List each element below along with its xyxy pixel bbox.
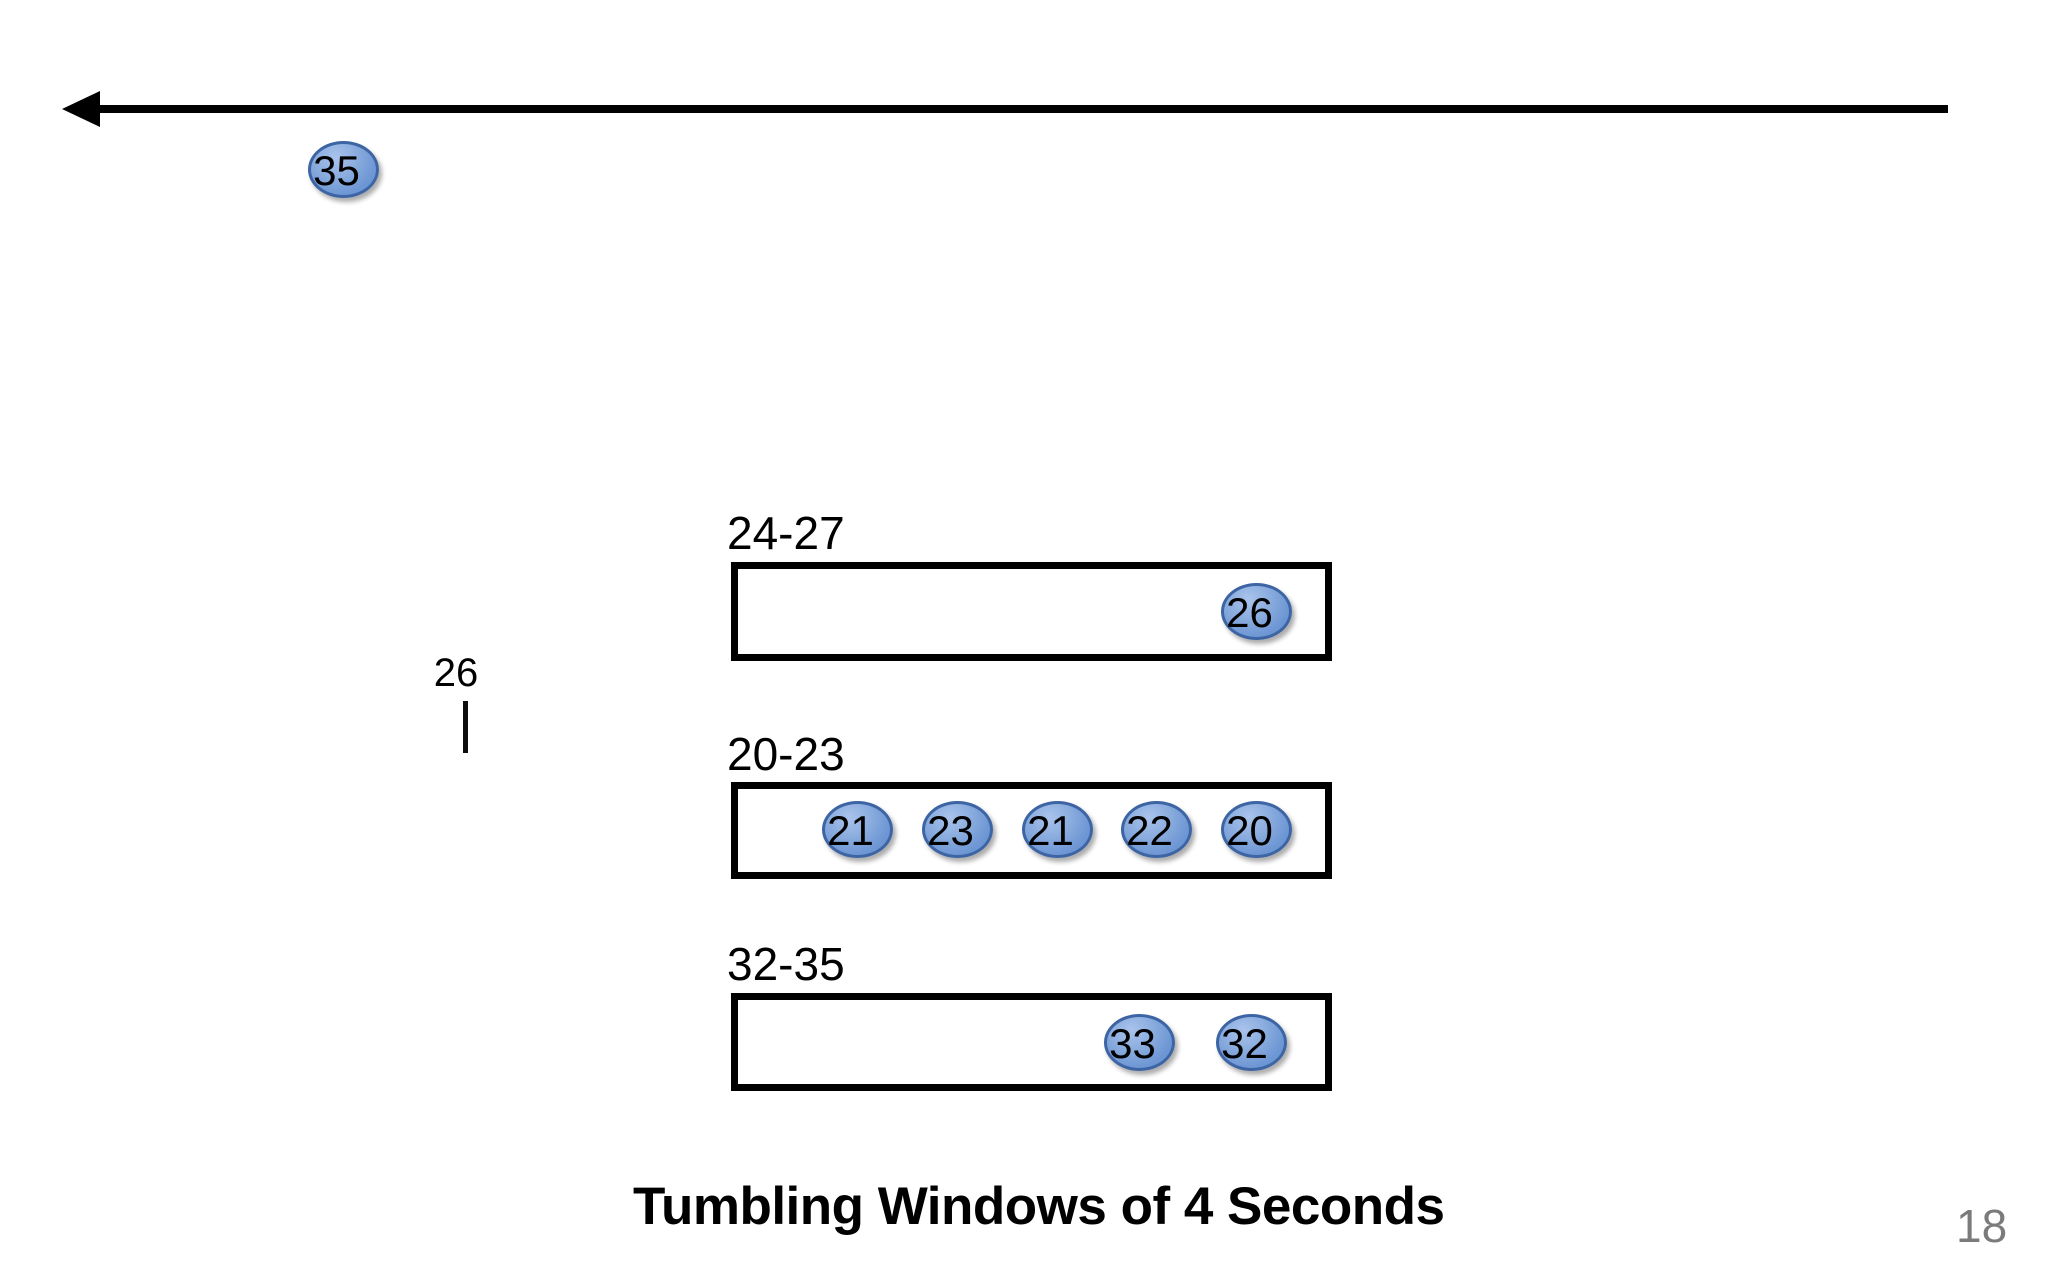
time-marker-tick: [463, 701, 468, 753]
event-bubble: 21: [822, 801, 893, 858]
event-value: 21: [1027, 806, 1074, 854]
event-value: 22: [1126, 806, 1173, 854]
event-value: 32: [1221, 1019, 1268, 1067]
event-value: 26: [1226, 588, 1273, 636]
event-value: 20: [1226, 806, 1273, 854]
event-bubble: 33: [1104, 1014, 1175, 1071]
event-value: 33: [1109, 1019, 1156, 1067]
event-value: 21: [827, 806, 874, 854]
event-value: 23: [927, 806, 974, 854]
event-bubble: 20: [1221, 801, 1292, 858]
event-bubble: 22: [1121, 801, 1192, 858]
window-box: [731, 993, 1332, 1091]
time-marker-label: 26: [433, 651, 479, 695]
window-label: 32-35: [727, 938, 845, 990]
slide-title: Tumbling Windows of 4 Seconds: [633, 1177, 1445, 1236]
event-bubble: 21: [1022, 801, 1093, 858]
event-bubble: 32: [1216, 1014, 1287, 1071]
timeline-line: [94, 105, 1948, 113]
window-label: 24-27: [727, 507, 845, 559]
window-label: 20-23: [727, 728, 845, 780]
event-bubble: 26: [1221, 583, 1292, 640]
left-arrowhead-icon: [62, 91, 100, 127]
event-value: 35: [313, 146, 360, 194]
event-bubble-incoming: 35: [308, 141, 379, 198]
page-number: 18: [1956, 1200, 2008, 1252]
event-bubble: 23: [922, 801, 993, 858]
